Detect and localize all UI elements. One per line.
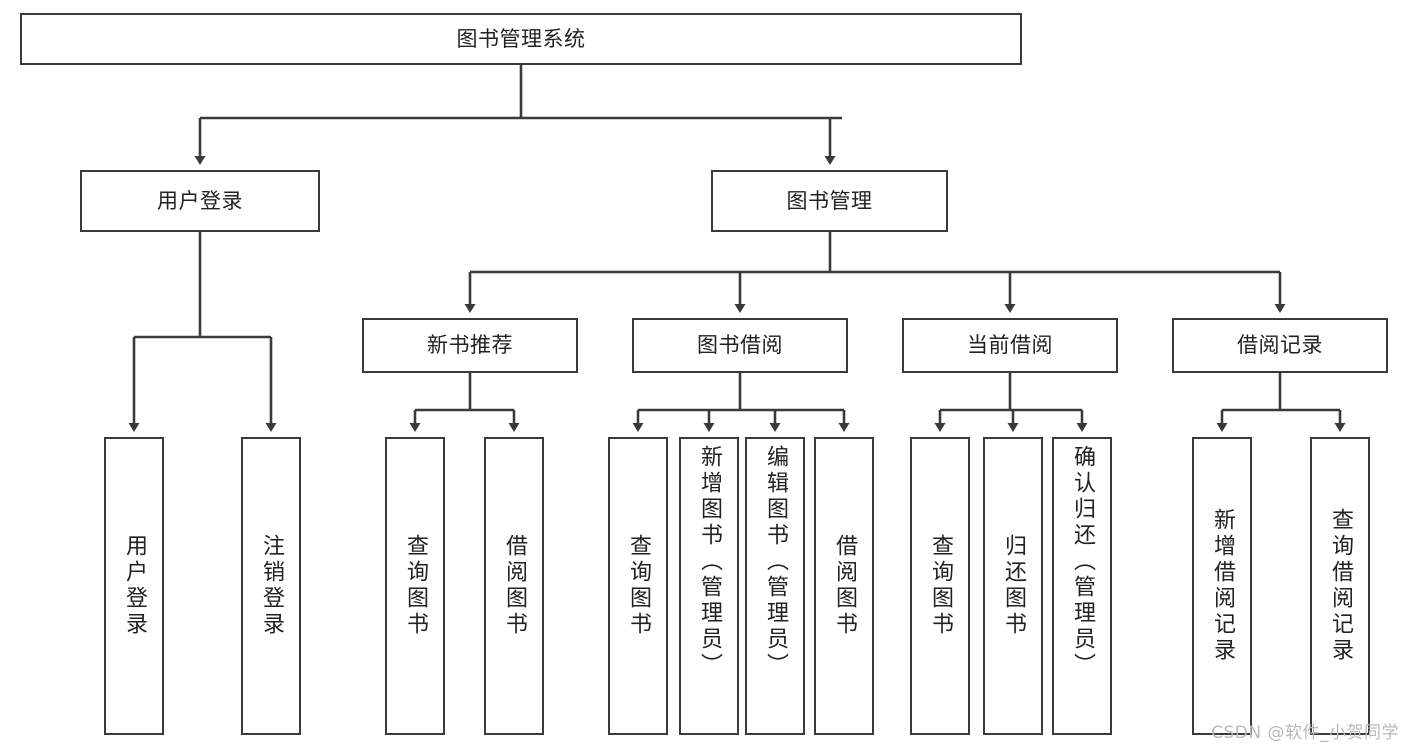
node-level2-label: 用户登录	[157, 188, 243, 213]
node-leaf-label: 归还图书	[1001, 534, 1026, 638]
node-leaf-label: 查询借阅记录	[1328, 508, 1353, 664]
node-level3-label: 当前借阅	[967, 333, 1053, 358]
node-leaf-新增图书管理员-5[interactable]: 新增图书（管理员）	[679, 437, 739, 735]
node-leaf-借阅图书-7[interactable]: 借阅图书	[814, 437, 874, 735]
node-level2-用户登录-0[interactable]: 用户登录	[80, 170, 320, 232]
node-leaf-label: 新增图书（管理员）	[697, 445, 722, 679]
node-leaf-label: 新增借阅记录	[1210, 508, 1235, 664]
node-root-system[interactable]: 图书管理系统	[20, 13, 1022, 65]
node-leaf-label: 查询图书	[928, 534, 953, 638]
node-level3-当前借阅-2[interactable]: 当前借阅	[902, 318, 1118, 373]
node-level3-label: 图书借阅	[697, 333, 783, 358]
node-level3-图书借阅-1[interactable]: 图书借阅	[632, 318, 848, 373]
node-leaf-归还图书-9[interactable]: 归还图书	[983, 437, 1043, 735]
node-level3-借阅记录-3[interactable]: 借阅记录	[1172, 318, 1388, 373]
watermark: CSDN @软件_小贺同学	[1211, 723, 1399, 743]
node-leaf-注销登录-1[interactable]: 注销登录	[241, 437, 301, 735]
node-leaf-借阅图书-3[interactable]: 借阅图书	[484, 437, 544, 735]
node-level3-新书推荐-0[interactable]: 新书推荐	[362, 318, 578, 373]
node-leaf-label: 编辑图书（管理员）	[763, 445, 788, 679]
node-level2-图书管理-1[interactable]: 图书管理	[711, 170, 948, 232]
node-leaf-label: 查询图书	[626, 534, 651, 638]
node-leaf-新增借阅记录-11[interactable]: 新增借阅记录	[1192, 437, 1252, 735]
node-level3-label: 新书推荐	[427, 333, 513, 358]
node-leaf-查询图书-4[interactable]: 查询图书	[608, 437, 668, 735]
node-leaf-label: 注销登录	[259, 534, 284, 638]
node-leaf-label: 查询图书	[403, 534, 428, 638]
node-leaf-确认归还管理员-10[interactable]: 确认归还（管理员）	[1052, 437, 1112, 735]
node-leaf-label: 用户登录	[122, 534, 147, 638]
node-leaf-label: 借阅图书	[502, 534, 527, 638]
node-leaf-label: 借阅图书	[832, 534, 857, 638]
node-level3-label: 借阅记录	[1237, 333, 1323, 358]
node-leaf-查询借阅记录-12[interactable]: 查询借阅记录	[1310, 437, 1370, 735]
node-root-label: 图书管理系统	[456, 26, 586, 51]
node-leaf-用户登录-0[interactable]: 用户登录	[104, 437, 164, 735]
node-level2-label: 图书管理	[786, 188, 873, 213]
node-leaf-label: 确认归还（管理员）	[1070, 445, 1095, 679]
node-leaf-查询图书-2[interactable]: 查询图书	[385, 437, 445, 735]
node-leaf-编辑图书管理员-6[interactable]: 编辑图书（管理员）	[745, 437, 805, 735]
node-leaf-查询图书-8[interactable]: 查询图书	[910, 437, 970, 735]
